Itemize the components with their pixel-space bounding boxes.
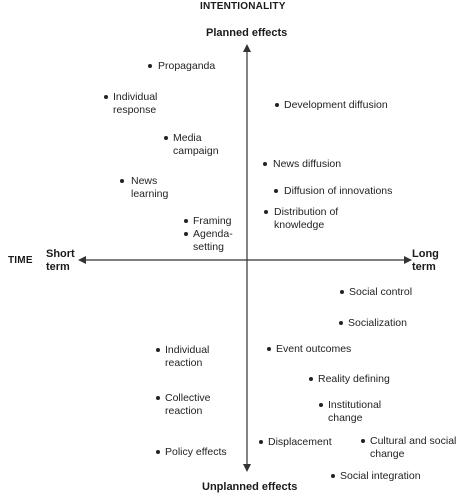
item-institutional-change: Institutional change	[328, 399, 382, 424]
item-displacement: Displacement	[268, 436, 332, 448]
item-policy-effects: Policy effects	[165, 446, 227, 458]
item-news-learning: News learning	[131, 175, 169, 200]
item-agenda-setting: Agenda- setting	[193, 228, 233, 253]
item-social-integration: Social integration	[340, 470, 421, 482]
item-social-control: Social control	[349, 286, 413, 298]
bullet-dot	[156, 348, 160, 352]
item-individual-response: Individual response	[113, 91, 158, 116]
bullet-dot	[264, 210, 268, 214]
item-cultural-and-social-change: Cultural and social change	[370, 435, 457, 460]
bullet-dot	[259, 440, 263, 444]
item-development-diffusion: Development diffusion	[284, 99, 388, 111]
item-framing: Framing	[193, 215, 232, 227]
item-media-campaign: Media campaign	[173, 132, 219, 157]
item-propaganda: Propaganda	[158, 60, 216, 72]
bullet-dot	[339, 321, 343, 325]
bullet-dot	[361, 439, 365, 443]
bullet-dot	[309, 377, 313, 381]
bullet-dot	[274, 189, 278, 193]
item-diffusion-of-innovations: Diffusion of innovations	[284, 185, 393, 197]
bullet-dot	[148, 64, 152, 68]
bullet-dot	[184, 232, 188, 236]
bullet-dot	[319, 403, 323, 407]
bullet-dot	[184, 219, 188, 223]
bullet-dot	[156, 396, 160, 400]
item-collective-reaction: Collective reaction	[165, 392, 211, 417]
bullet-dot	[164, 136, 168, 140]
item-event-outcomes: Event outcomes	[276, 343, 352, 355]
vertical-axis-title: INTENTIONALITY	[200, 1, 286, 12]
item-distribution-of-knowledge: Distribution of knowledge	[274, 206, 339, 231]
bullet-dot	[156, 450, 160, 454]
horizontal-axis-title: TIME	[8, 255, 33, 266]
bullet-dot	[267, 347, 271, 351]
bullet-dot	[331, 474, 335, 478]
item-reality-defining: Reality defining	[318, 373, 390, 385]
bullet-dot	[120, 179, 124, 183]
pole-label-left: Short term	[46, 248, 75, 273]
bullet-dot	[340, 290, 344, 294]
item-socialization: Socialization	[348, 317, 407, 329]
bullet-dot	[263, 162, 267, 166]
item-individual-reaction: Individual reaction	[165, 344, 210, 369]
bullet-dot	[275, 103, 279, 107]
item-news-diffusion: News diffusion	[273, 158, 342, 170]
bullet-dot	[104, 95, 108, 99]
pole-label-right: Long term	[412, 248, 439, 273]
pole-label-bottom: Unplanned effects	[202, 481, 298, 493]
pole-label-top: Planned effects	[206, 27, 288, 39]
